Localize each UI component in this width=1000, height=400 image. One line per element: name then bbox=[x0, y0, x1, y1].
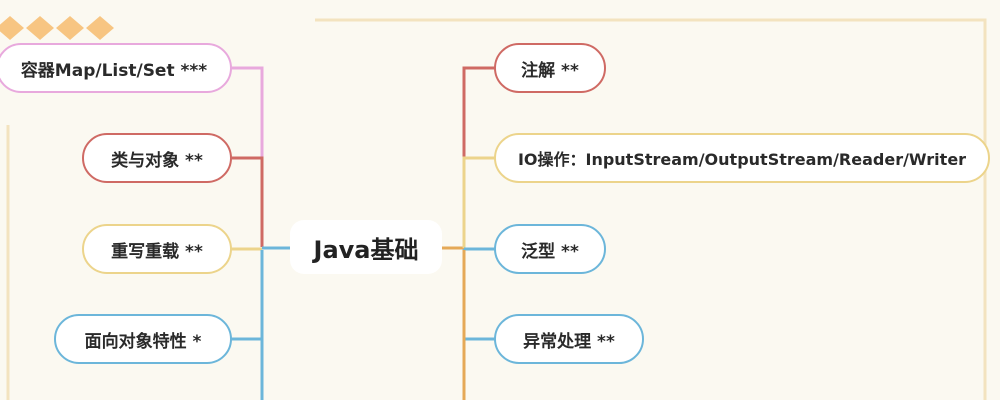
decorative-diamonds bbox=[0, 16, 114, 40]
topic-exception-handling[interactable]: 异常处理 ** bbox=[494, 314, 644, 364]
root-topic-java-basics[interactable]: Java基础 bbox=[290, 220, 442, 274]
connector-right-blue-2 bbox=[462, 249, 496, 341]
connector-left-red bbox=[230, 156, 264, 247]
topic-override-overload[interactable]: 重写重载 ** bbox=[82, 224, 232, 274]
topic-annotations[interactable]: 注解 ** bbox=[494, 43, 606, 93]
topic-classes-objects[interactable]: 类与对象 ** bbox=[82, 133, 232, 183]
connector-left-blue bbox=[230, 250, 264, 400]
connector-right-yellow bbox=[462, 156, 496, 248]
topic-io-operations[interactable]: IO操作：InputStream/OutputStream/Reader/Wri… bbox=[494, 133, 990, 183]
topic-containers[interactable]: 容器Map/List/Set *** bbox=[0, 43, 232, 93]
topic-generics[interactable]: 泛型 ** bbox=[494, 224, 606, 274]
decorative-frame-top-right bbox=[315, 18, 987, 400]
topic-oop-features[interactable]: 面向对象特性 * bbox=[54, 314, 232, 364]
